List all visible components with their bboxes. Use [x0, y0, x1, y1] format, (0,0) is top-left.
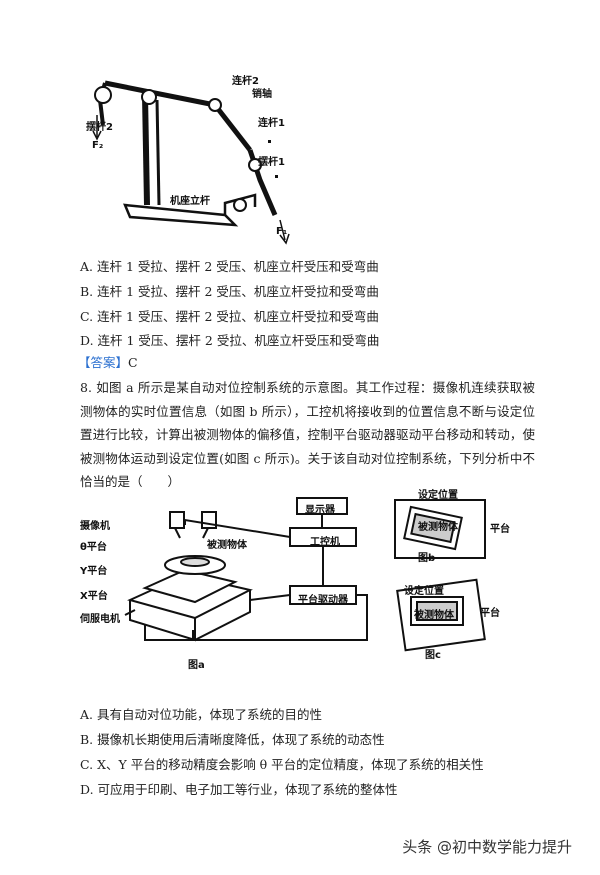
label-swing1: 摆杆1 — [258, 157, 285, 168]
q8-option-c: C. X、Y 平台的移动精度会影响 θ 平台的定位精度，体现了系统的相关性 — [80, 757, 484, 772]
answer-line: 【答案】C — [78, 352, 138, 371]
label-platform-c: 平台 — [480, 608, 500, 619]
label-pin: 销轴 — [252, 89, 272, 100]
label-driver: 平台驱动器 — [298, 595, 348, 606]
q7-option-d: D. 连杆 1 受压、摆杆 2 受拉、机座立杆受压和受弯曲 — [80, 333, 380, 348]
watermark: 头条 @初中数学能力提升 — [402, 838, 572, 856]
label-motor: 伺服电机 — [80, 614, 120, 625]
linkage-figure — [92, 80, 290, 245]
label-ipc: 工控机 — [310, 537, 340, 548]
label-base-pole: 机座立杆 — [170, 196, 210, 207]
answer-tag: 【答案】 — [78, 355, 129, 370]
q8-option-a: A. 具有自动对位功能，体现了系统的目的性 — [80, 707, 322, 722]
label-f1: F₁ — [276, 226, 288, 237]
label-fig-c: 图c — [425, 650, 441, 661]
q7-option-b: B. 连杆 1 受拉、摆杆 2 受压、机座立杆受拉和受弯曲 — [80, 284, 379, 299]
label-object: 被测物体 — [207, 540, 247, 551]
label-set-pos-b: 设定位置 — [418, 490, 458, 501]
label-swing2: 摆杆2 — [86, 122, 113, 133]
q8-option-b: B. 摄像机长期使用后清晰度降低，体现了系统的动态性 — [80, 732, 385, 747]
label-object-b: 被测物体 — [418, 522, 458, 533]
q8-option-d: D. 可应用于印刷、电子加工等行业，体现了系统的整体性 — [80, 782, 398, 797]
q7-option-a: A. 连杆 1 受拉、摆杆 2 受压、机座立杆受压和受弯曲 — [80, 259, 379, 274]
label-theta-platform: θ平台 — [80, 542, 107, 553]
q7-option-c: C. 连杆 1 受压、摆杆 2 受拉、机座立杆受拉和受弯曲 — [80, 309, 379, 324]
label-fig-b: 图b — [418, 553, 436, 564]
label-object-c: 被测物体 — [414, 610, 454, 621]
label-f2: F₂ — [92, 140, 104, 151]
answer-value: C — [128, 355, 138, 370]
label-x-platform: X平台 — [80, 591, 108, 602]
label-y-platform: Y平台 — [80, 566, 108, 577]
label-platform-b: 平台 — [490, 524, 510, 535]
alignment-system-figure — [124, 497, 486, 652]
label-link1: 连杆1 — [258, 118, 285, 129]
label-fig-a: 图a — [188, 660, 205, 671]
label-set-pos-c: 设定位置 — [404, 586, 444, 597]
label-camera: 摄像机 — [80, 521, 110, 532]
question-8-text: 8. 如图 a 所示是某自动对位控制系统的示意图。其工作过程：摄像机连续获取被测… — [80, 380, 535, 489]
label-display: 显示器 — [305, 505, 335, 516]
label-link2: 连杆2 — [232, 76, 259, 87]
